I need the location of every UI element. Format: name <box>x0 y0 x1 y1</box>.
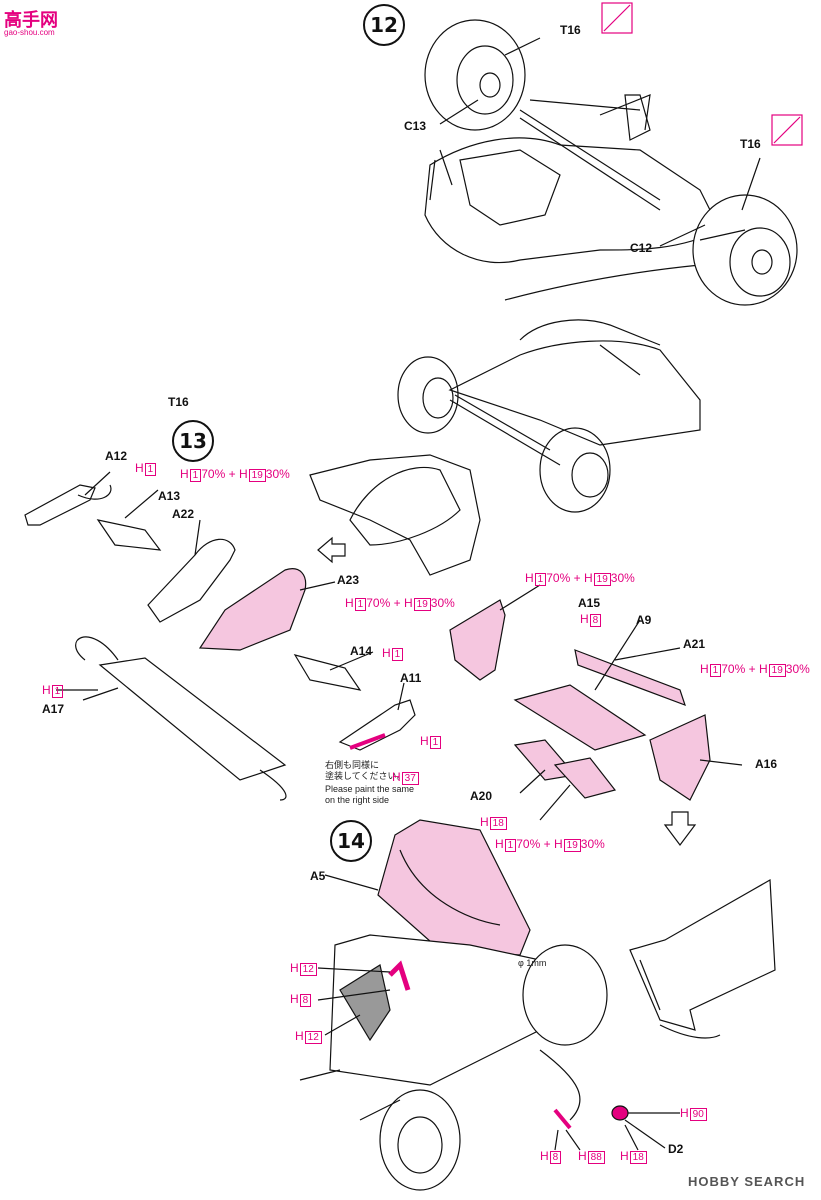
label-A16: A16 <box>755 757 778 771</box>
label-A21: A21 <box>683 637 706 651</box>
label-A5: A5 <box>310 869 326 883</box>
rear-tire-14a <box>522 944 608 1046</box>
note-right-side-jp: 右側も同様に 塗装してください。 <box>325 760 406 781</box>
site-logo: 高手网 <box>4 10 58 30</box>
no-glue-icon-1 <box>601 2 633 34</box>
direction-arrow-1 <box>317 536 346 564</box>
part-A17 <box>98 657 287 781</box>
site-domain: gao-shou.com <box>4 28 55 37</box>
rear-wing-assembly <box>629 878 776 1031</box>
label-C12: C12 <box>630 241 653 255</box>
front-chassis <box>448 340 701 446</box>
part-A13 <box>96 519 162 551</box>
rear-left-tire <box>424 19 526 131</box>
rear-right-tire <box>692 194 798 306</box>
rear-left-wheel <box>456 45 514 115</box>
label-A13: A13 <box>158 489 181 503</box>
part-A11 <box>338 699 416 751</box>
part-A16 <box>649 714 711 801</box>
label-T16-3: T16 <box>168 395 189 409</box>
part-A12 <box>24 484 96 526</box>
label-D2: D2 <box>668 1142 684 1156</box>
label-A17: A17 <box>42 702 65 716</box>
part-A9 <box>513 684 647 751</box>
step-number-13: 13 <box>172 420 214 462</box>
step-number-12: 12 <box>363 4 405 46</box>
label-A22: A22 <box>172 507 195 521</box>
label-A9: A9 <box>636 613 652 627</box>
note-right-side-en: Please paint the same on the right side <box>325 784 415 805</box>
hobby-search-watermark: HOBBY SEARCH <box>688 1174 806 1189</box>
direction-arrow-2 <box>663 811 697 846</box>
part-A23 <box>198 568 307 651</box>
label-A14: A14 <box>350 644 373 658</box>
front-right-tire <box>539 427 611 513</box>
front-left-tire <box>397 356 459 434</box>
part-A14 <box>293 654 362 691</box>
part-A21 <box>574 649 686 707</box>
part-A22 <box>147 538 236 623</box>
no-glue-icon-2 <box>771 114 803 146</box>
rear-chassis <box>424 137 721 264</box>
label-C13: C13 <box>404 119 427 133</box>
label-T16-1: T16 <box>560 23 581 37</box>
step-number-14: 14 <box>330 820 372 862</box>
label-A23: A23 <box>337 573 360 587</box>
label-T16-2: T16 <box>740 137 761 151</box>
label-A20: A20 <box>470 789 493 803</box>
rear-wheel-14 <box>397 1116 443 1174</box>
label-A12: A12 <box>105 449 128 463</box>
label-A15: A15 <box>578 596 601 610</box>
part-A15 <box>449 599 506 681</box>
note-drill: φ 1mm <box>518 958 547 968</box>
label-A11: A11 <box>400 671 422 685</box>
